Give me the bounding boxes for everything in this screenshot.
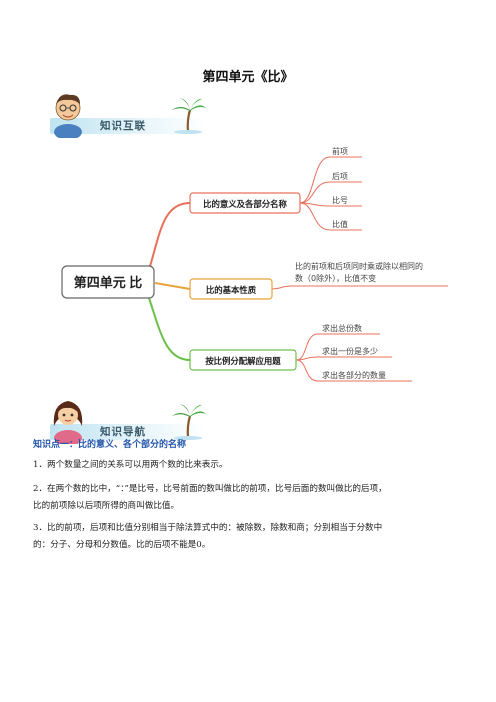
branch1-box — [189, 192, 301, 214]
root-node-label: 第四单元 比 — [74, 275, 143, 290]
knowledge-item-3-line2: 的：分子、分母和分数值。比的后项不能是0。 — [33, 540, 211, 550]
knowledge-item-2-line1: 2．在两个数的比中，“：”是比号，比号前面的数叫做比的前项，比号后面的数叫做比的… — [33, 484, 387, 494]
banner-strip — [50, 424, 206, 440]
branch2-label: 比的基本性质 — [206, 285, 257, 295]
branch1-to-leaf2-line — [299, 181, 362, 204]
root-to-branch1-line — [147, 202, 191, 274]
knowledge-item-1: 1．两个数量之间的关系可以用两个数的比来表示。 — [33, 460, 228, 470]
knowledge-link-banner: 知识互联 — [44, 90, 210, 140]
branch1-leaf: 比号 — [332, 195, 348, 205]
branch1-leaf: 后项 — [332, 171, 348, 181]
banner-label: 知识导航 — [100, 426, 146, 438]
palm-tree-icon — [172, 98, 206, 134]
branch1-leaf: 比值 — [332, 219, 348, 229]
banner-label: 知识互联 — [100, 120, 146, 132]
root-node-box — [61, 265, 155, 299]
root-to-branch2-line — [154, 282, 191, 290]
branch3-to-leaf2-line — [295, 356, 392, 361]
branch3-leaf: 求出一份是多少 — [322, 346, 378, 356]
palm-tree-icon — [172, 404, 206, 440]
knowledge-item-2-line2: 比的前项除以后项所得的商叫做比值。 — [33, 501, 180, 511]
branch1-to-leaf4-line — [299, 202, 362, 231]
mind-map: 第四单元 比 比的意义及各部分名称 比的基本性质 按比例分配解应用题 前项 后项… — [61, 146, 448, 382]
boy-avatar-icon — [54, 94, 82, 138]
branch2-note-line2: 数（0除外），比值不变 — [295, 273, 376, 283]
branch2-to-note-line — [271, 285, 448, 290]
banner-strip — [50, 118, 206, 134]
branch1-label: 比的意义及各部分名称 — [203, 199, 287, 209]
knowledge-point-title: 知识点一：比的意义、各个部分的名称 — [33, 440, 187, 450]
knowledge-item-3-line1: 3．比的前项，后项和比值分别相当于除法算式中的：被除数，除数和商；分别相当于分数… — [33, 523, 383, 533]
girl-avatar-icon — [53, 401, 83, 444]
branch3-box — [189, 349, 297, 371]
branch3-to-leaf1-line — [295, 333, 380, 361]
branch1-to-leaf1-line — [299, 156, 362, 204]
branch1-leaf: 前项 — [332, 146, 348, 156]
branch3-to-leaf3-line — [295, 359, 412, 382]
knowledge-nav-banner: 知识导航 — [44, 396, 210, 446]
page-title: 第四单元《比》 — [202, 70, 294, 85]
root-to-branch3-line — [147, 294, 191, 361]
branch3-label: 按比例分配解应用题 — [205, 356, 281, 366]
branch3-leaf: 求出总份数 — [322, 323, 362, 333]
branch1-to-leaf3-line — [299, 202, 362, 207]
branch3-leaf: 求出各部分的数量 — [322, 370, 386, 380]
branch2-box — [189, 278, 273, 300]
branch2-note-line1: 比的前项和后项同时乘或除以相同的 — [295, 261, 423, 271]
